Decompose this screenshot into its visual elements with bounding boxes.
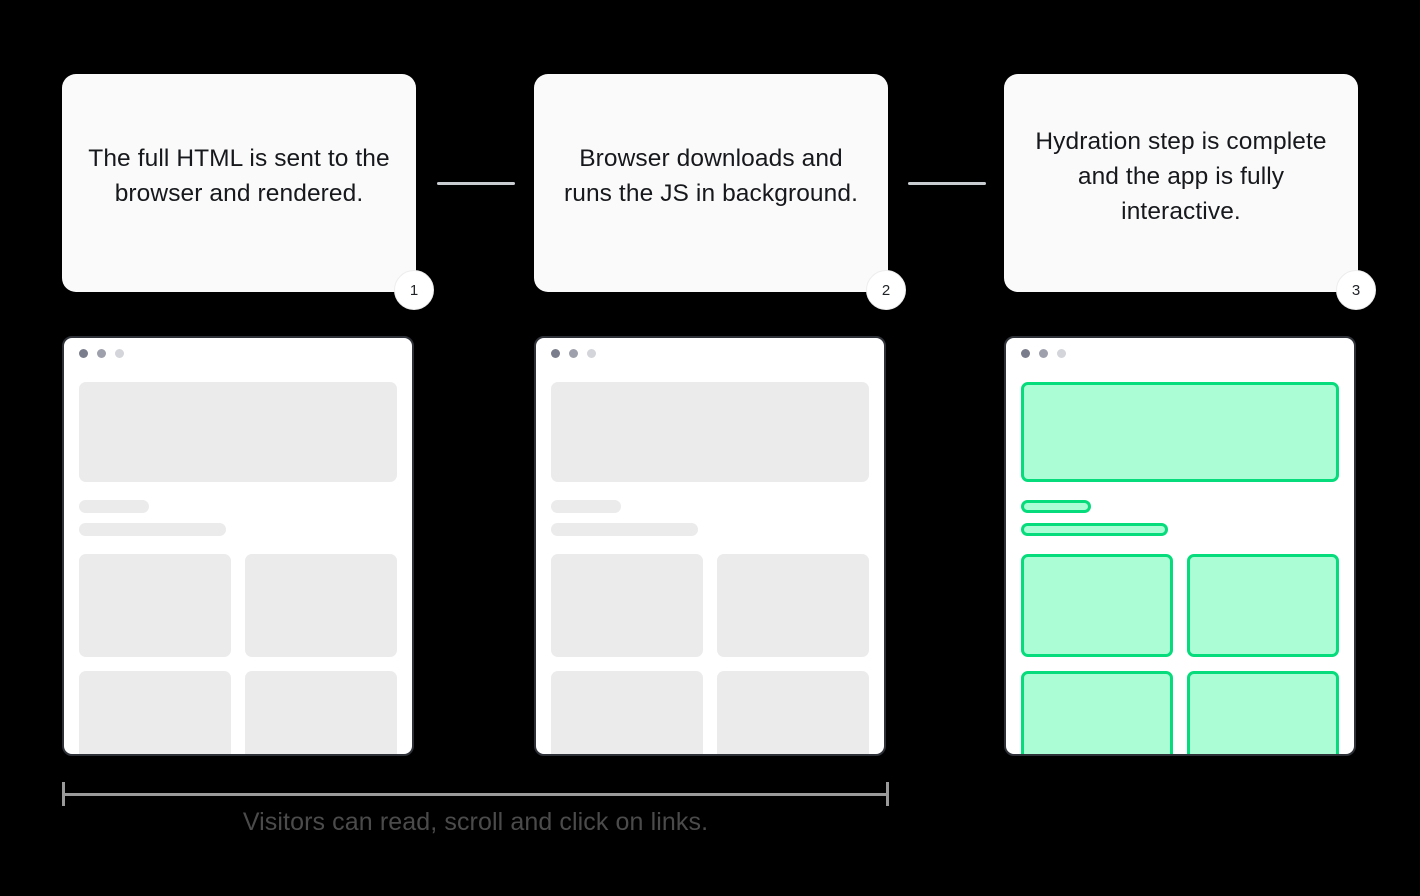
step-card-3: Hydration step is complete and the app i… (1004, 74, 1358, 292)
bracket-cap-right (886, 782, 889, 806)
tile-1 (551, 554, 703, 657)
browser-3-body (1006, 382, 1354, 754)
browser-2-body (536, 382, 884, 754)
tile-grid (79, 554, 397, 754)
tile-3 (551, 671, 703, 754)
hero-block (79, 382, 397, 482)
hero-block[interactable] (1021, 382, 1339, 482)
browser-mockup-2 (534, 336, 886, 756)
tile-2 (245, 554, 397, 657)
browser-3-titlebar (1006, 338, 1354, 368)
subheading-line (79, 523, 226, 536)
tile-grid (551, 554, 869, 754)
step-card-2-text: Browser downloads and runs the JS in bac… (563, 145, 859, 207)
minimize-dot-icon[interactable] (1039, 348, 1048, 358)
maximize-dot-icon[interactable] (1057, 348, 1066, 358)
tile-1[interactable] (1021, 554, 1173, 657)
tile-grid (1021, 554, 1339, 754)
step-badge-2: 2 (866, 270, 906, 310)
tile-4 (717, 671, 869, 754)
tile-1 (79, 554, 231, 657)
browser-2-titlebar (536, 338, 884, 368)
text-lines-group (79, 500, 397, 536)
browser-1-body (64, 382, 412, 754)
tile-3[interactable] (1021, 671, 1173, 754)
footer-caption: Visitors can read, scroll and click on l… (242, 808, 709, 836)
connector-1-2 (437, 182, 515, 185)
subheading-line (551, 523, 698, 536)
tile-2[interactable] (1187, 554, 1339, 657)
close-dot-icon[interactable] (79, 348, 88, 358)
step-badge-2-number: 2 (881, 281, 891, 299)
browser-mockup-3 (1004, 336, 1356, 756)
hero-block (551, 382, 869, 482)
step-card-1: The full HTML is sent to the browser and… (62, 74, 416, 292)
span-bracket (62, 782, 889, 806)
heading-line (551, 500, 621, 513)
text-lines-group (551, 500, 869, 536)
step-card-1-text: The full HTML is sent to the browser and… (88, 145, 390, 207)
tile-3 (79, 671, 231, 754)
browser-mockup-1 (62, 336, 414, 756)
text-lines-group (1021, 500, 1339, 536)
maximize-dot-icon[interactable] (115, 348, 124, 358)
minimize-dot-icon[interactable] (569, 348, 578, 358)
close-dot-icon[interactable] (1021, 348, 1030, 358)
subheading-line[interactable] (1021, 523, 1168, 536)
tile-4[interactable] (1187, 671, 1339, 754)
close-dot-icon[interactable] (551, 348, 560, 358)
step-badge-3-number: 3 (1351, 281, 1361, 299)
heading-line[interactable] (1021, 500, 1091, 513)
heading-line (79, 500, 149, 513)
browser-1-titlebar (64, 338, 412, 368)
step-card-3-text: Hydration step is complete and the app i… (1035, 127, 1327, 225)
maximize-dot-icon[interactable] (587, 348, 596, 358)
step-card-2: Browser downloads and runs the JS in bac… (534, 74, 888, 292)
minimize-dot-icon[interactable] (97, 348, 106, 358)
bracket-line (62, 793, 889, 796)
step-badge-1-number: 1 (409, 281, 419, 299)
step-badge-3: 3 (1336, 270, 1376, 310)
step-badge-1: 1 (394, 270, 434, 310)
connector-2-3 (908, 182, 986, 185)
tile-2 (717, 554, 869, 657)
tile-4 (245, 671, 397, 754)
